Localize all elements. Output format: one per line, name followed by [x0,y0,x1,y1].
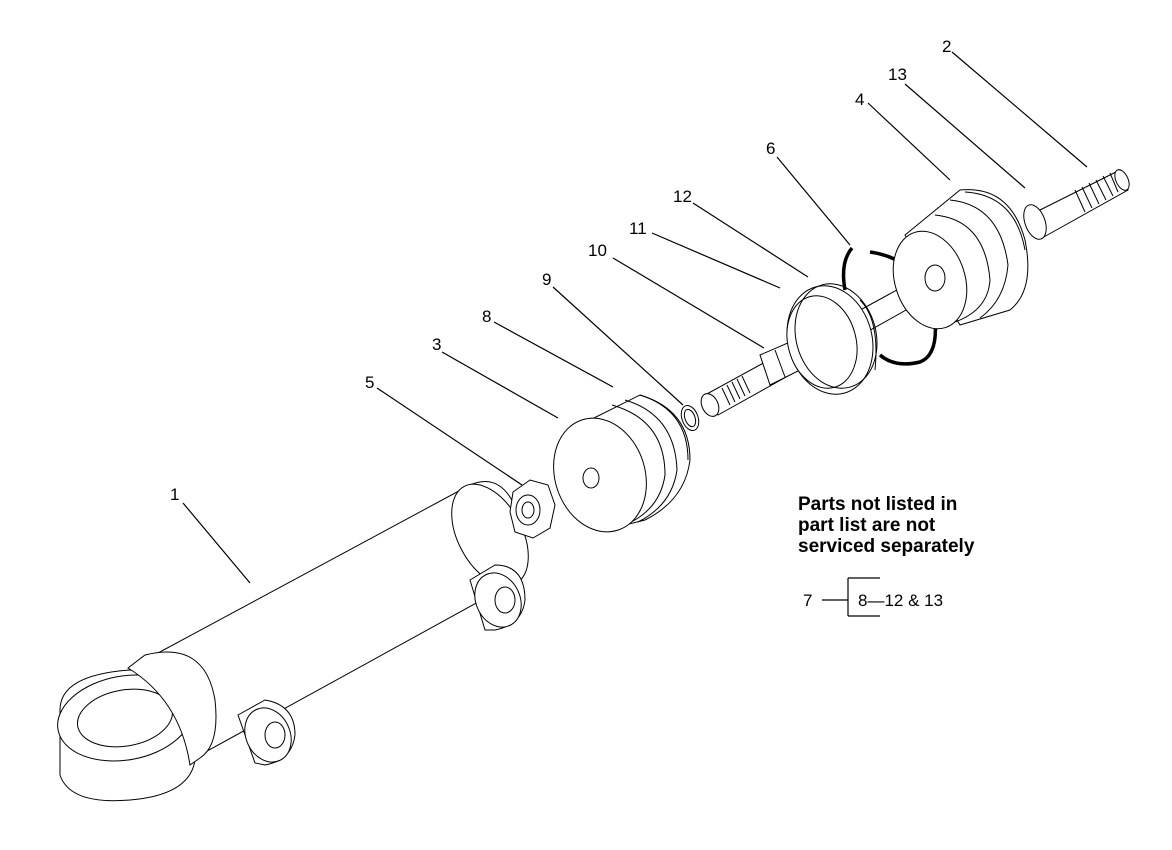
callout-1: 1 [170,485,179,504]
callout-2: 2 [942,37,951,56]
part-cylinder-head [892,189,1029,330]
note-line-3: serviced separately [798,536,975,557]
kit-bracket: 7 8—12 & 13 [803,577,943,617]
callout-4: 4 [855,90,864,109]
callout-numbers: 1 2 13 4 6 12 11 10 9 8 3 5 [170,37,951,504]
callout-3: 3 [432,335,441,354]
part-rod-end [1023,169,1130,240]
part-o-ring [680,404,700,432]
port-boss-upper [469,564,526,631]
port-boss-lower [237,699,296,766]
service-note: Parts not listed in part list are not se… [798,494,975,557]
kit-parent-number: 7 [803,591,812,610]
note-line-2: part list are not [798,515,936,536]
callout-13: 13 [888,65,907,84]
note-line-1: Parts not listed in [798,494,957,515]
part-lock-nut [509,479,556,539]
callout-5: 5 [365,373,374,392]
leader-lines [182,51,1088,584]
part-cylinder-body [57,481,529,802]
callout-11: 11 [629,219,647,238]
part-piston [553,394,691,533]
callout-10: 10 [588,241,607,260]
callout-6: 6 [766,139,775,158]
callout-12: 12 [673,187,692,206]
kit-children-numbers: 8—12 & 13 [858,591,943,610]
callout-9: 9 [542,270,551,289]
callout-8: 8 [482,307,491,326]
part-rod-gland [786,283,878,395]
